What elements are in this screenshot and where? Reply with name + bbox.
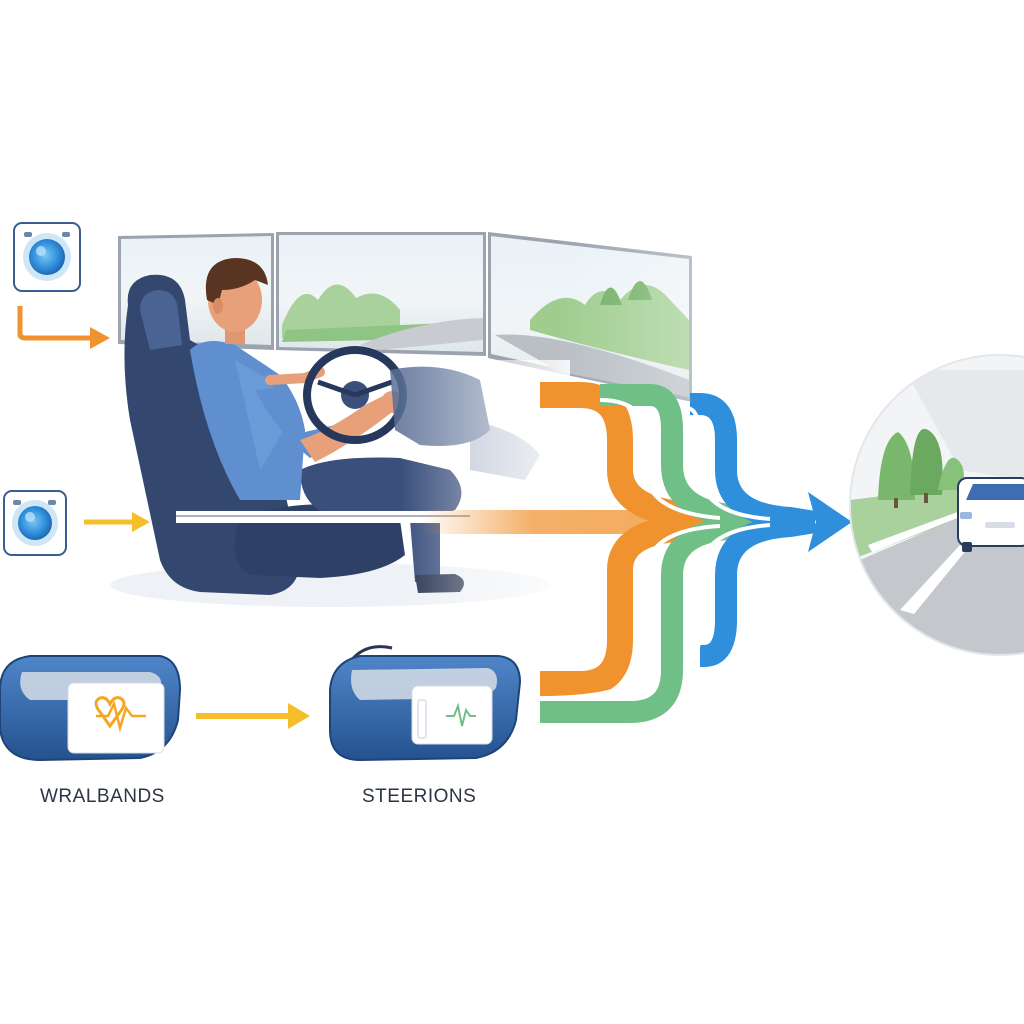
data-fusion-flows (176, 382, 852, 723)
steering-sensor-device (329, 645, 522, 762)
wristbands-label: WRALBANDS (40, 786, 165, 807)
yellow-arrow (196, 703, 310, 729)
wristband-device (0, 655, 182, 762)
camera-sensor-icon (3, 490, 67, 556)
heart-pulse-icon (94, 696, 146, 733)
road-scene (849, 354, 1024, 656)
camera-sensor-icon (13, 222, 81, 292)
orange-input-arrow (17, 306, 110, 349)
waveform-icon (446, 702, 476, 727)
yellow-input-arrow (84, 512, 150, 532)
steering-sensor-label: STEERIONS (362, 786, 477, 807)
